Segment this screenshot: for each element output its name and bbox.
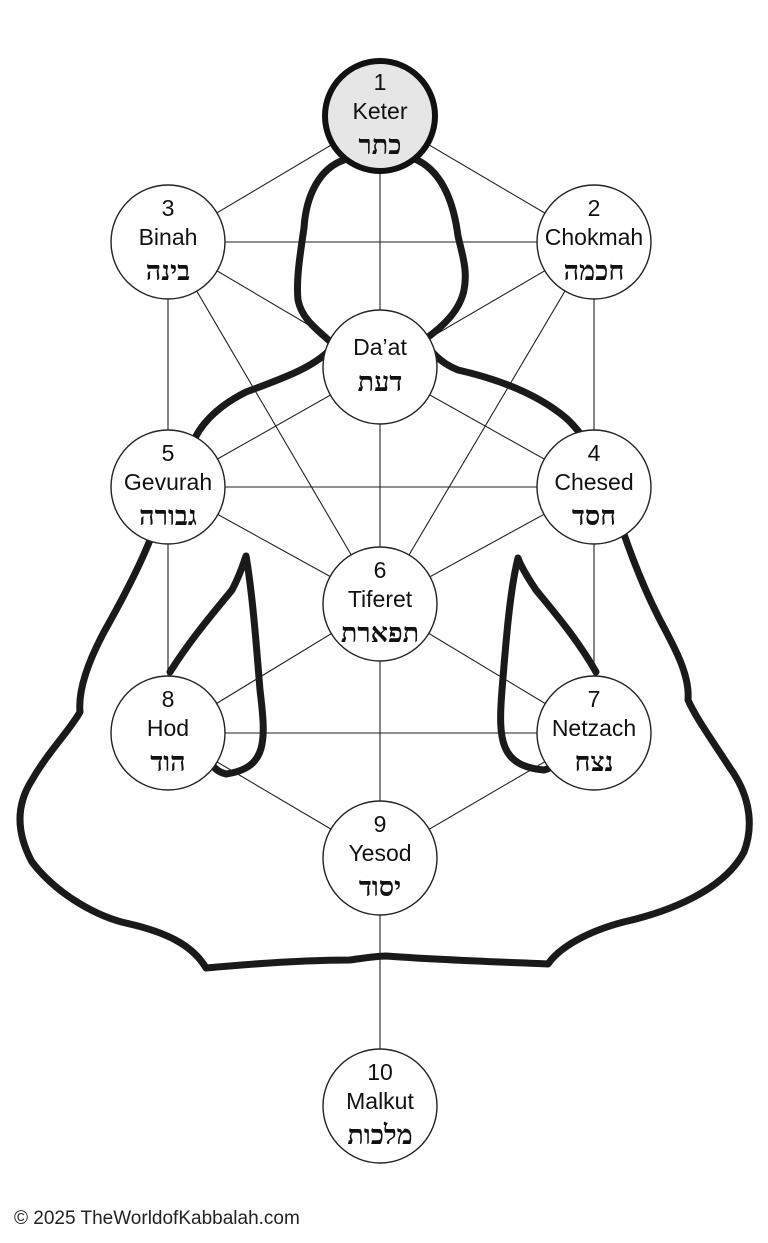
sefirah-number: 8: [162, 686, 175, 712]
sefirah-hebrew: חסד: [572, 501, 616, 532]
sefirah-number: 2: [588, 195, 601, 221]
figure-right-arm: [497, 554, 600, 774]
sefirah-name: Yesod: [348, 840, 411, 866]
sefirah-circle: [536, 675, 652, 791]
sefirah-name: Chesed: [554, 469, 633, 495]
sefirah-name: Netzach: [552, 715, 636, 741]
sefirah-hebrew: גבורה: [139, 501, 197, 532]
sefirah-name: Tiferet: [348, 586, 413, 612]
sefirah-circle: [110, 429, 226, 545]
sefirah-circle: [322, 800, 438, 916]
sefirah-name: Binah: [139, 224, 198, 250]
sefirah-hebrew: כתר: [359, 130, 402, 161]
sefirah-hebrew: דעת: [358, 367, 403, 398]
sefirah-hebrew: מלכות: [347, 1120, 412, 1151]
sefirah-circle: [110, 675, 226, 791]
sefirah-name: Hod: [147, 715, 189, 741]
sefirah-name: Chokmah: [545, 224, 643, 250]
sefirah-number: 3: [162, 195, 175, 221]
sefirah-hebrew: יסוד: [359, 872, 401, 903]
path-chokmah-tiferet: [379, 241, 595, 605]
sefirah-name: Malkut: [346, 1088, 414, 1114]
sefirah-circle: [322, 546, 438, 662]
sefirah-number: 5: [162, 440, 175, 466]
sefirah-circle: [536, 184, 652, 300]
sefirah-name: Gevurah: [124, 469, 212, 495]
sefirah-number: 6: [374, 557, 387, 583]
sefirah-name: Da’at: [353, 334, 407, 360]
sefirah-name: Keter: [353, 98, 408, 124]
sefirah-hebrew: נצח: [575, 747, 614, 778]
sefirah-circle: [110, 184, 226, 300]
sefirah-number: 7: [588, 686, 601, 712]
sefirah-hebrew: תפארת: [341, 618, 419, 649]
sefirah-number: 1: [374, 69, 387, 95]
sefirah-hebrew: הוד: [150, 747, 185, 778]
path-binah-tiferet: [167, 241, 381, 605]
sefirah-number: 4: [588, 440, 601, 466]
sefirah-number: 9: [374, 811, 387, 837]
sefirah-hebrew: בינה: [146, 256, 190, 287]
copyright-text: © 2025 TheWorldofKabbalah.com: [14, 1208, 300, 1229]
sefirah-circle: [536, 429, 652, 545]
sefirah-circle: [322, 58, 438, 174]
sefirah-daat: Da’at דעת: [322, 309, 438, 425]
figure-left-arm: [166, 552, 267, 778]
sefirah-circle: [322, 309, 438, 425]
sefirah-circle: [322, 1048, 438, 1164]
sefirah-number: 10: [367, 1059, 393, 1085]
sefirah-hebrew: חכמה: [564, 256, 625, 287]
